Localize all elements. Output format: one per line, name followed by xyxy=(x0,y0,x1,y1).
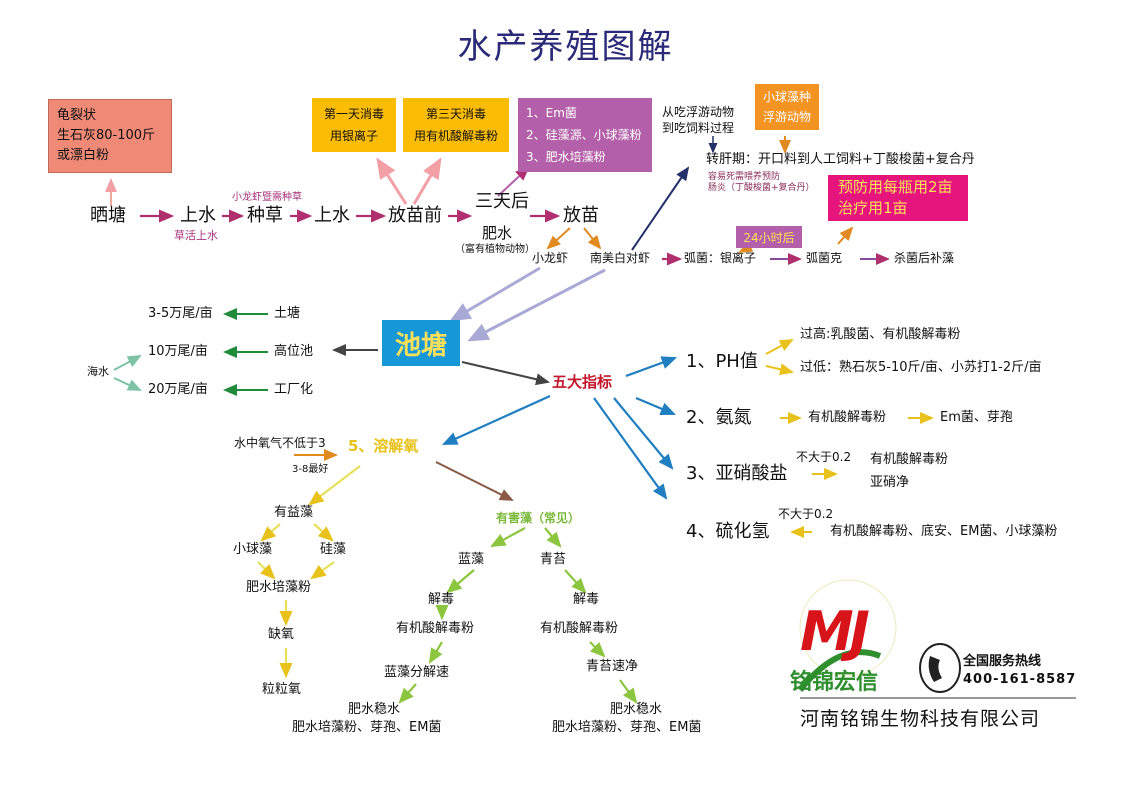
hours24-label: 24小时后 xyxy=(743,230,795,245)
indicator-ph: 1、PH值 xyxy=(686,351,758,372)
algae-line-1: 1、Em菌 xyxy=(526,106,577,120)
flow-sai-tang: 晒塘 xyxy=(90,205,126,226)
oxygen-chlorella: 小球藻 xyxy=(233,542,273,557)
oxygen-end2-1: 肥水稳水 xyxy=(610,702,663,717)
indicator-nitrite-limit: 不大于0.2 xyxy=(796,450,852,464)
brand-name: 铭锦宏信 xyxy=(790,670,879,695)
oxygen-fertilizer: 肥水培藻粉 xyxy=(246,580,312,595)
oxygen-diatom: 硅藻 xyxy=(320,542,347,557)
indicator-nitrite-fix-1: 有机酸解毒粉 xyxy=(870,452,949,467)
oxygen-acid-1: 有机酸解毒粉 xyxy=(396,621,475,636)
oxygen-blue: 蓝藻 xyxy=(458,552,485,567)
day1-line-2: 用银离子 xyxy=(329,129,378,143)
flow-shajun: 杀菌后补藻 xyxy=(894,251,955,265)
indicator-ammonia-fix: 有机酸解毒粉 xyxy=(808,410,887,425)
pond-label: 池塘 xyxy=(394,330,447,361)
pond-type-1: 高位池 xyxy=(274,344,314,359)
pond-type-2: 工厂化 xyxy=(274,382,314,397)
flow-hujun: 弧菌：银离子 xyxy=(684,251,757,265)
pond-center: 池塘 xyxy=(382,320,460,366)
day1-box: 第一天消毒 用银离子 xyxy=(312,98,396,152)
flow-shang-shui-2: 上水 xyxy=(314,205,350,226)
pond-seawater: 海水 xyxy=(87,365,109,378)
prevent-line-2: 治疗用1亩 xyxy=(838,199,908,217)
flow-xiaolongxia: 小龙虾 xyxy=(532,251,569,265)
oxygen-granule: 粒粒氧 xyxy=(262,682,302,697)
chlorella-line-2: 浮游动物 xyxy=(762,110,811,124)
indicator-ph-high: 过高:乳酸菌、有机酸解毒粉 xyxy=(800,327,961,342)
pond-density-2: 20万尾/亩 xyxy=(148,382,208,397)
flow-fei-shui-note: （富有植物动物） xyxy=(455,244,535,255)
flow-san-tian-hou: 三天后 xyxy=(475,191,529,212)
crack-line-1: 龟裂状 xyxy=(57,108,97,123)
crack-line-2: 生石灰80-100斤 xyxy=(57,128,156,143)
algae-line-3: 3、肥水培藻粉 xyxy=(526,150,606,164)
oxygen-lack: 缺氧 xyxy=(268,627,295,642)
oxygen-min: 水中氧气不低于3 xyxy=(234,436,326,450)
flow-zhuangan-note-2: 肠炎（丁酸梭菌+复合丹） xyxy=(708,183,815,193)
chlorella-line-1: 小球藻种 xyxy=(762,90,811,104)
crack-line-3: 或漂白粉 xyxy=(57,148,110,163)
indicator-h2s-fix: 有机酸解毒粉、底安、EM菌、小球藻粉 xyxy=(830,524,1058,539)
day3-line-2: 用有机酸解毒粉 xyxy=(413,129,498,143)
oxygen-acid-2: 有机酸解毒粉 xyxy=(540,621,619,636)
crack-box: 龟裂状 生石灰80-100斤 或漂白粉 xyxy=(48,99,172,173)
flow-zhuangan-note-1: 容易死需喂养预防 xyxy=(708,172,781,182)
day3-box: 第三天消毒 用有机酸解毒粉 xyxy=(403,98,509,152)
algae-line-2: 2、硅藻源、小球藻粉 xyxy=(526,128,642,142)
chlorella-box: 小球藻种 浮游动物 xyxy=(755,84,819,130)
indicator-h2s-limit: 不大于0.2 xyxy=(778,507,834,521)
brand-logo-mj: MJ xyxy=(800,600,870,663)
oxygen-good-algae: 有益藻 xyxy=(274,505,314,520)
page-title: 水产养殖图解 xyxy=(457,27,674,67)
oxygen-harmful: 有害藻（常见） xyxy=(496,511,581,525)
flow-feed-change-1: 从吃浮游动物 xyxy=(662,105,735,119)
oxygen-detox-2: 解毒 xyxy=(573,592,600,607)
oxygen-center: 5、溶解氧 xyxy=(348,437,419,455)
indicator-ammonia-fix2: Em菌、芽孢 xyxy=(940,410,1013,425)
brand-company: 河南铭锦生物科技有限公司 xyxy=(800,708,1041,730)
pond-density-0: 3-5万尾/亩 xyxy=(148,306,213,321)
flow-feed-change-2: 到吃饲料过程 xyxy=(662,121,735,135)
oxygen-moss-fix: 青苔速净 xyxy=(586,659,639,674)
oxygen-best: 3-8最好 xyxy=(292,464,329,475)
hours24-box: 24小时后 xyxy=(736,226,802,248)
oxygen-blue-fix: 蓝藻分解速 xyxy=(384,665,450,680)
algae-box: 1、Em菌 2、硅藻源、小球藻粉 3、肥水培藻粉 xyxy=(518,98,652,172)
pond-density-1: 10万尾/亩 xyxy=(148,344,208,359)
flow-fei-shui: 肥水 xyxy=(482,224,513,242)
oxygen-moss: 青苔 xyxy=(540,552,567,567)
flow-fang-miao-qian: 放苗前 xyxy=(388,205,442,226)
prevent-box: 预防用每瓶用2亩 治疗用1亩 xyxy=(828,175,968,221)
indicators-center: 五大指标 xyxy=(552,373,613,391)
oxygen-detox-1: 解毒 xyxy=(428,592,455,607)
flow-hujunke: 弧菌克 xyxy=(806,251,843,265)
indicator-nitrite: 3、亚硝酸盐 xyxy=(686,463,788,484)
indicator-ph-low: 过低：熟石灰5-10斤/亩、小苏打1-2斤/亩 xyxy=(800,360,1042,375)
flow-shang-shui-1: 上水 xyxy=(180,205,216,226)
oxygen-end1-2: 肥水培藻粉、芽孢、EM菌 xyxy=(292,720,442,735)
indicator-ammonia: 2、氨氮 xyxy=(686,407,752,428)
flow-nanmei: 南美白对虾 xyxy=(590,251,651,265)
indicator-h2s: 4、硫化氢 xyxy=(686,521,770,542)
flow-cao-huo-note: 草活上水 xyxy=(174,229,218,242)
prevent-line-1: 预防用每瓶用2亩 xyxy=(838,178,953,196)
flow-zhong-cao: 种草 xyxy=(247,205,283,226)
flow-xiaolongxia-note: 小龙虾暨需种草 xyxy=(232,192,302,203)
day3-line-1: 第三天消毒 xyxy=(425,107,486,121)
brand-hotline-title: 全国服务热线 xyxy=(963,654,1042,669)
oxygen-end1-1: 肥水稳水 xyxy=(348,702,401,717)
flow-fang-miao: 放苗 xyxy=(563,205,599,226)
brand-hotline-number: 400-161-8587 xyxy=(963,672,1077,687)
day1-line-1: 第一天消毒 xyxy=(323,107,384,121)
pond-type-0: 土塘 xyxy=(274,306,301,321)
oxygen-end2-2: 肥水培藻粉、芽孢、EM菌 xyxy=(552,720,702,735)
flow-zhuangan: 转肝期：开口料到人工饲料+丁酸梭菌+复合丹 xyxy=(706,152,975,167)
indicator-nitrite-fix-2: 亚硝净 xyxy=(870,475,910,490)
